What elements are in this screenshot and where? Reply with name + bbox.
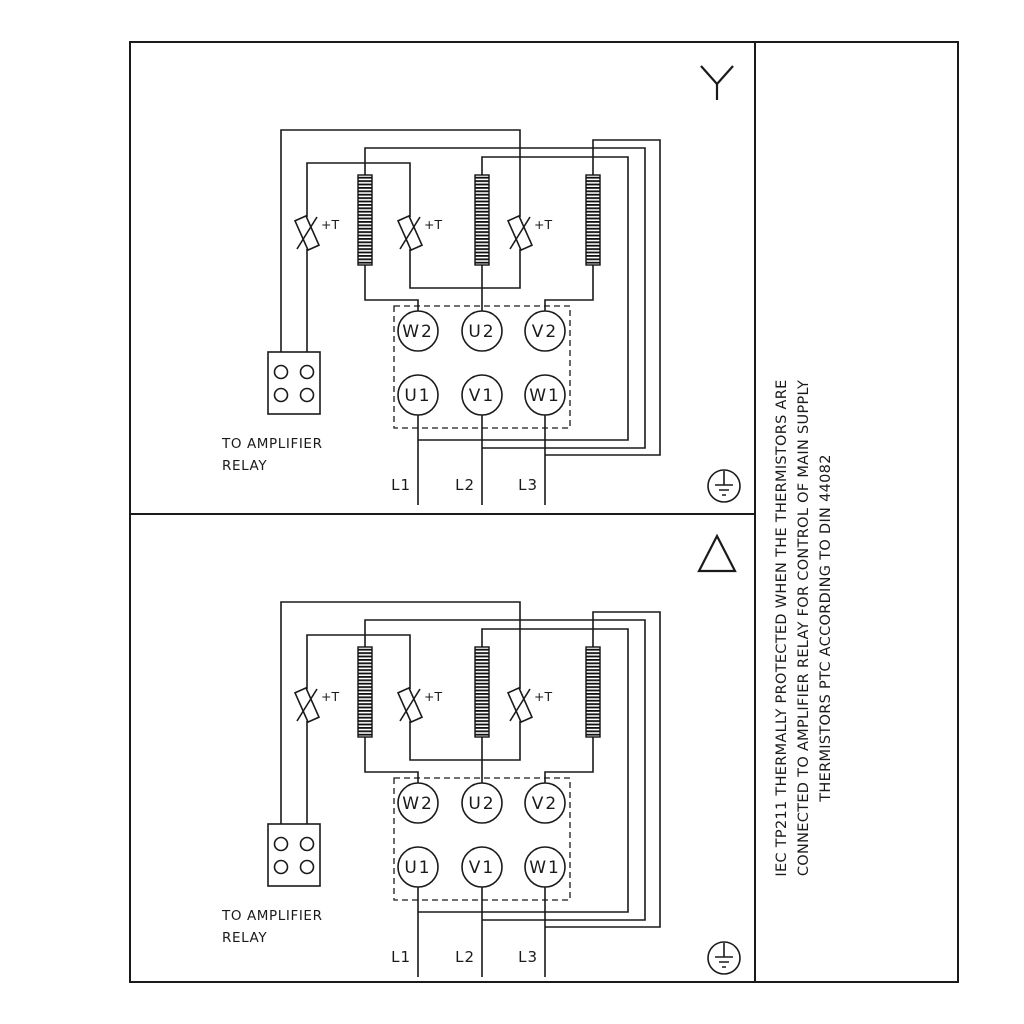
terminal-label: W2 [402,322,434,342]
terminal-label: U1 [404,386,431,406]
thermistor-label: +T [424,689,442,704]
thermistor-label: +T [321,217,339,232]
side-note-line-2: CONNECTED TO AMPLIFIER RELAY FOR CONTROL… [796,380,812,876]
supply-line-label: L1 [391,948,411,966]
supply-line-label: L3 [518,476,538,494]
thermistor-label: +T [321,689,339,704]
terminal-label: V2 [532,794,558,814]
relay-caption: RELAY [222,458,267,474]
terminal-label: W2 [402,794,434,814]
star-panel: W2 U2 V2 U1 V1 W1 +T +T +T TO AMPLIFIER … [221,65,741,506]
side-note-line-1: IEC TP211 THERMALLY PROTECTED WHEN THE T… [774,379,790,876]
supply-line-label: L2 [455,948,475,966]
terminal-label: V2 [532,322,558,342]
relay-caption: RELAY [222,930,267,946]
side-note: IEC TP211 THERMALLY PROTECTED WHEN THE T… [774,379,834,876]
thermistor-label: +T [534,217,552,232]
supply-line-label: L2 [455,476,475,494]
side-note-line-3: THERMISTORS PTC ACCORDING TO DIN 44082 [818,454,834,802]
terminal-label: U1 [404,858,431,878]
terminal-label: W1 [529,386,561,406]
outer-border [129,41,959,983]
thermistor-label: +T [424,217,442,232]
delta-panel: W2 U2 V2 U1 V1 W1 +T +T +T TO AMPLIFIER … [221,533,741,978]
terminal-label: V1 [469,386,495,406]
thermistor-label: +T [534,689,552,704]
terminal-label: U2 [468,794,495,814]
relay-caption: TO AMPLIFIER [221,908,323,924]
terminal-label: V1 [469,858,495,878]
star-icon [700,65,734,100]
relay-caption: TO AMPLIFIER [221,436,323,452]
terminal-label: U2 [468,322,495,342]
delta-icon [697,533,737,573]
terminal-label: W1 [529,858,561,878]
supply-line-label: L3 [518,948,538,966]
supply-line-label: L1 [391,476,411,494]
